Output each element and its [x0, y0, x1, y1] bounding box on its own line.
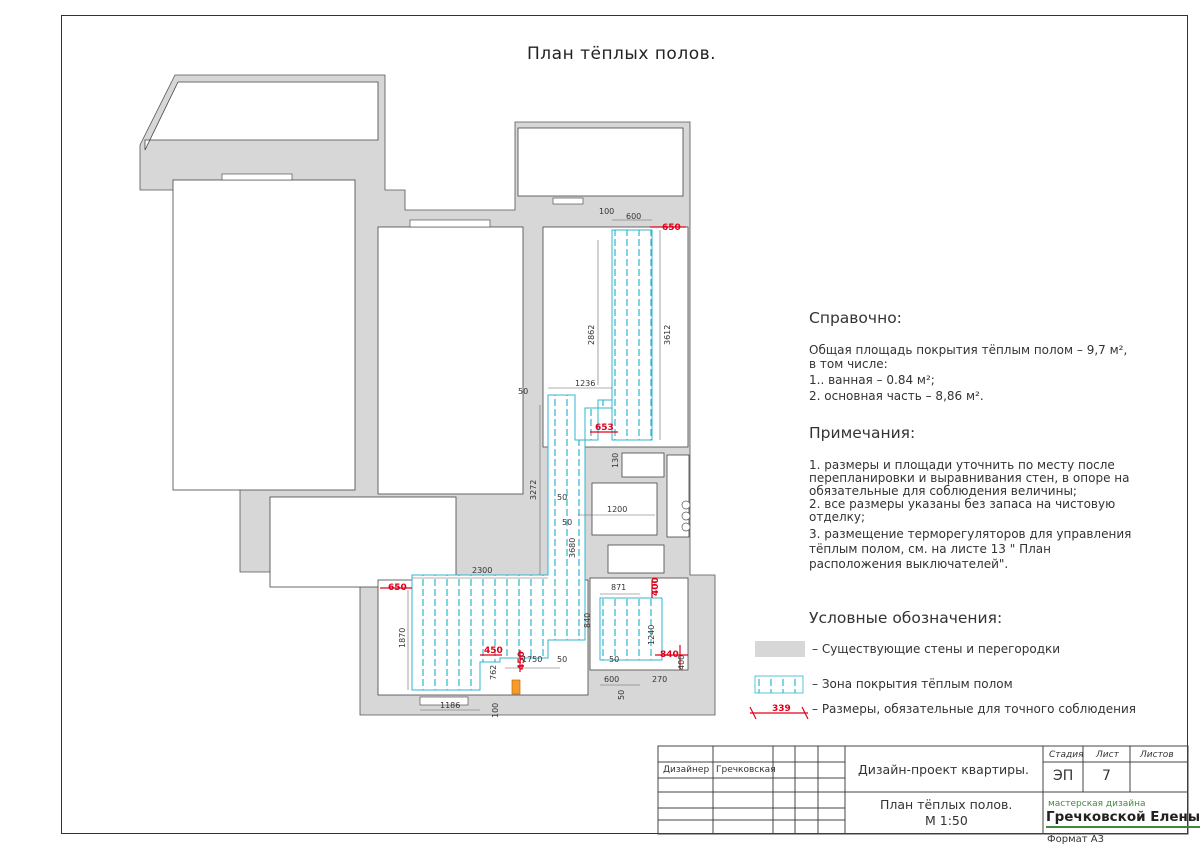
drawing-title: План тёплых полов. — [527, 44, 717, 64]
dim-270: 270 — [652, 675, 667, 684]
dim-1186: 1186 — [440, 701, 460, 710]
room-living — [172, 179, 356, 491]
dim-2862: 2862 — [587, 325, 596, 345]
dim-400-a: 400 — [651, 577, 661, 596]
dim-840-h: 840 — [660, 650, 679, 660]
dim-871: 871 — [611, 583, 626, 592]
stamp-sheet-title: План тёплых полов. — [880, 797, 1013, 812]
legend-walls-label: – Существующие стены и перегородки — [812, 642, 1061, 656]
dim-650-top: 650 — [662, 223, 681, 233]
windows — [221, 173, 584, 706]
balcony — [517, 127, 684, 197]
room-hall-left — [269, 496, 457, 588]
room-storage — [621, 452, 665, 478]
heated-zone-bathroom — [599, 597, 663, 661]
title-block — [657, 745, 1189, 835]
notes-line-1: 1. размеры и площади уточнить по месту п… — [809, 458, 1115, 472]
dim-2300: 2300 — [472, 566, 492, 575]
dim-840-v: 840 — [583, 613, 592, 628]
heated-floor-zones — [411, 229, 663, 691]
legend-wall-swatch — [755, 641, 805, 657]
dim-100: 100 — [599, 207, 614, 216]
reference-line-4: 2. основная часть – 8,86 м². — [809, 389, 984, 403]
room-wc — [591, 482, 658, 536]
room-bedroom — [377, 226, 524, 495]
legend-heat-swatch — [754, 675, 804, 694]
dim-3612: 3612 — [663, 325, 672, 345]
dim-653: 653 — [595, 423, 614, 433]
stamp-sheets-label: Листов — [1140, 750, 1174, 760]
dim-3680: 3680 — [568, 538, 577, 558]
dim-50-b: 50 — [557, 493, 567, 502]
sheet-format: Формат А3 — [1047, 834, 1104, 845]
stamp-sheet-label: Лист — [1096, 750, 1119, 760]
dim-762: 762 — [489, 665, 498, 680]
reference-line-1: Общая площадь покрытия тёплым полом – 9,… — [809, 343, 1128, 357]
drawing-frame — [61, 15, 1188, 834]
thermostat-marker — [511, 679, 521, 695]
dim-600-b: 600 — [604, 675, 619, 684]
heated-zone-main — [411, 229, 653, 691]
reference-line-3: 1.. ванная – 0.84 м²; — [809, 373, 935, 387]
dim-50-e: 50 — [609, 655, 619, 664]
stamp-scale: М 1:50 — [925, 813, 968, 828]
notes-line-7: тёплым полом, см. на листе 13 " План — [809, 542, 1051, 556]
legend-heading: Условные обозначения: — [809, 609, 1003, 627]
required-dimensions — [380, 226, 688, 672]
stamp-stage-value: ЭП — [1053, 768, 1074, 784]
notes-line-5: отделку; — [809, 510, 866, 524]
legend-sample-dimension: 339 — [772, 704, 791, 714]
reference-line-2: в том числе: — [809, 357, 888, 371]
dim-1236: 1236 — [575, 379, 595, 388]
dim-1870: 1870 — [398, 628, 407, 648]
room-niche — [607, 544, 665, 574]
notes-heading: Примечания: — [809, 424, 916, 442]
dim-450-b: 450 — [517, 651, 527, 670]
dim-600: 600 — [626, 212, 641, 221]
notes-line-6: 3. размещение терморегуляторов для управ… — [809, 527, 1132, 541]
fixtures — [511, 500, 691, 695]
notes-line-3: обязательные для соблюдения величины; — [809, 484, 1077, 498]
logo-tagline: мастерская дизайна — [1048, 799, 1146, 809]
dim-50-f: 50 — [617, 690, 626, 700]
stamp-designer-role: Дизайнер — [663, 765, 710, 775]
notes-line-8: расположения выключателей". — [809, 557, 1009, 571]
dimension-lines — [407, 219, 661, 711]
legend-dimension-swatch: 339 — [749, 704, 809, 720]
notes-line-4: 2. все размеры указаны без запаса на чис… — [809, 497, 1116, 511]
notes-line-2: перепланировки и выравнивания стен, в оп… — [809, 471, 1130, 485]
dim-50-c: 50 — [562, 518, 572, 527]
dim-130: 130 — [611, 453, 620, 468]
stamp-stage-label: Стадия — [1049, 750, 1084, 760]
legend-dimensions-label: – Размеры, обязательные для точного собл… — [812, 702, 1136, 716]
stamp-sheet-value: 7 — [1102, 768, 1111, 784]
stamp-designer-name: Гречковская — [716, 765, 776, 775]
stamp-project: Дизайн-проект квартиры. — [858, 762, 1029, 777]
dim-650-left: 650 — [388, 583, 407, 593]
dim-3272: 3272 — [529, 480, 538, 500]
dim-400-b: 400 — [677, 655, 686, 670]
dim-450-a: 450 — [484, 646, 503, 656]
reference-heading: Справочно: — [809, 309, 902, 327]
dim-100-b: 100 — [491, 703, 500, 718]
dim-50-a: 50 — [518, 387, 528, 396]
dim-1240: 1240 — [647, 625, 656, 645]
logo-name: Гречковской Елены — [1046, 809, 1200, 828]
legend-heated-label: – Зона покрытия тёплым полом — [812, 677, 1013, 691]
loggia — [144, 81, 379, 151]
dim-1200: 1200 — [607, 505, 627, 514]
dim-50-d: 50 — [557, 655, 567, 664]
dim-1750: 1750 — [522, 655, 542, 664]
